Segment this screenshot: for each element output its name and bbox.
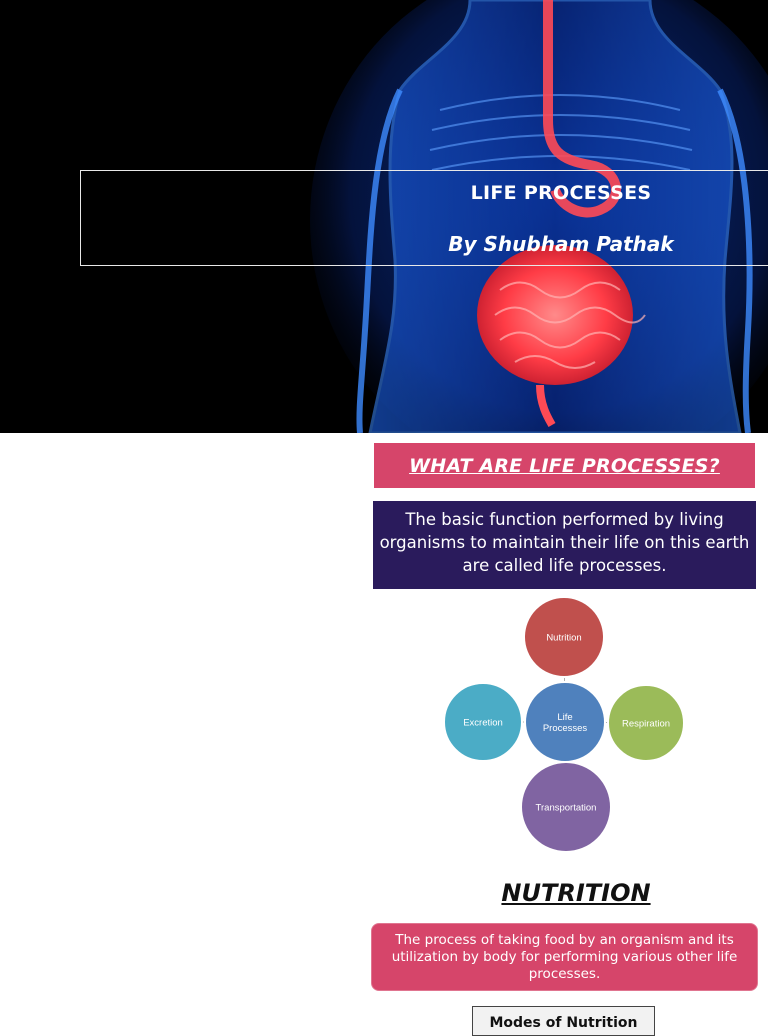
nutrition-definition-text: The process of taking food by an organis…: [391, 932, 738, 982]
diagram-node-nutrition: [523, 596, 605, 678]
modes-of-nutrition-label: Modes of Nutrition: [489, 1015, 638, 1031]
section-heading: WHAT ARE LIFE PROCESSES?: [409, 454, 720, 477]
author-name: By Shubham Pathak: [448, 232, 674, 256]
diagram-node-respiration: [607, 684, 685, 762]
cover-slide: LIFE PROCESSES By Shubham Pathak: [0, 0, 768, 433]
diagram-label-center: Processes: [543, 723, 588, 734]
diagram-node-center: [524, 681, 606, 763]
anatomy-illustration: [310, 0, 768, 433]
diagram-label-respiration: Respiration: [622, 719, 670, 730]
presentation-title: LIFE PROCESSES: [470, 182, 652, 204]
diagram-label-nutrition: Nutrition: [546, 633, 581, 644]
definition-text: The basic function performed by living o…: [379, 510, 750, 575]
diagram-label-center: Life: [557, 712, 572, 723]
modes-of-nutrition-box: Modes of Nutrition: [472, 1006, 655, 1036]
title-box: LIFE PROCESSES By Shubham Pathak: [80, 170, 768, 266]
definition-box: The basic function performed by living o…: [373, 501, 756, 589]
diagram-node-excretion: [443, 682, 523, 762]
section-banner: WHAT ARE LIFE PROCESSES?: [374, 443, 755, 488]
diagram-label-transportation: Transportation: [536, 803, 597, 814]
diagram-label-excretion: Excretion: [463, 718, 503, 729]
nutrition-heading: NUTRITION: [501, 879, 651, 907]
nutrition-definition-box: The process of taking food by an organis…: [371, 923, 758, 991]
